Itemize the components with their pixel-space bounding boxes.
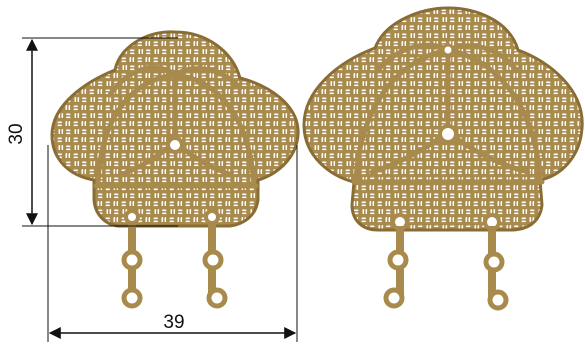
right-implant-legs <box>383 226 509 311</box>
width-dimension-label: 39 <box>163 312 184 333</box>
width-dimension: 39 <box>47 145 298 342</box>
left-implant-frame <box>93 65 259 189</box>
right-implant-mesh <box>302 6 584 232</box>
right-implant <box>302 6 584 311</box>
left-implant <box>50 30 300 309</box>
height-dimension-label: 30 <box>6 123 27 144</box>
left-implant-legs <box>121 222 228 309</box>
